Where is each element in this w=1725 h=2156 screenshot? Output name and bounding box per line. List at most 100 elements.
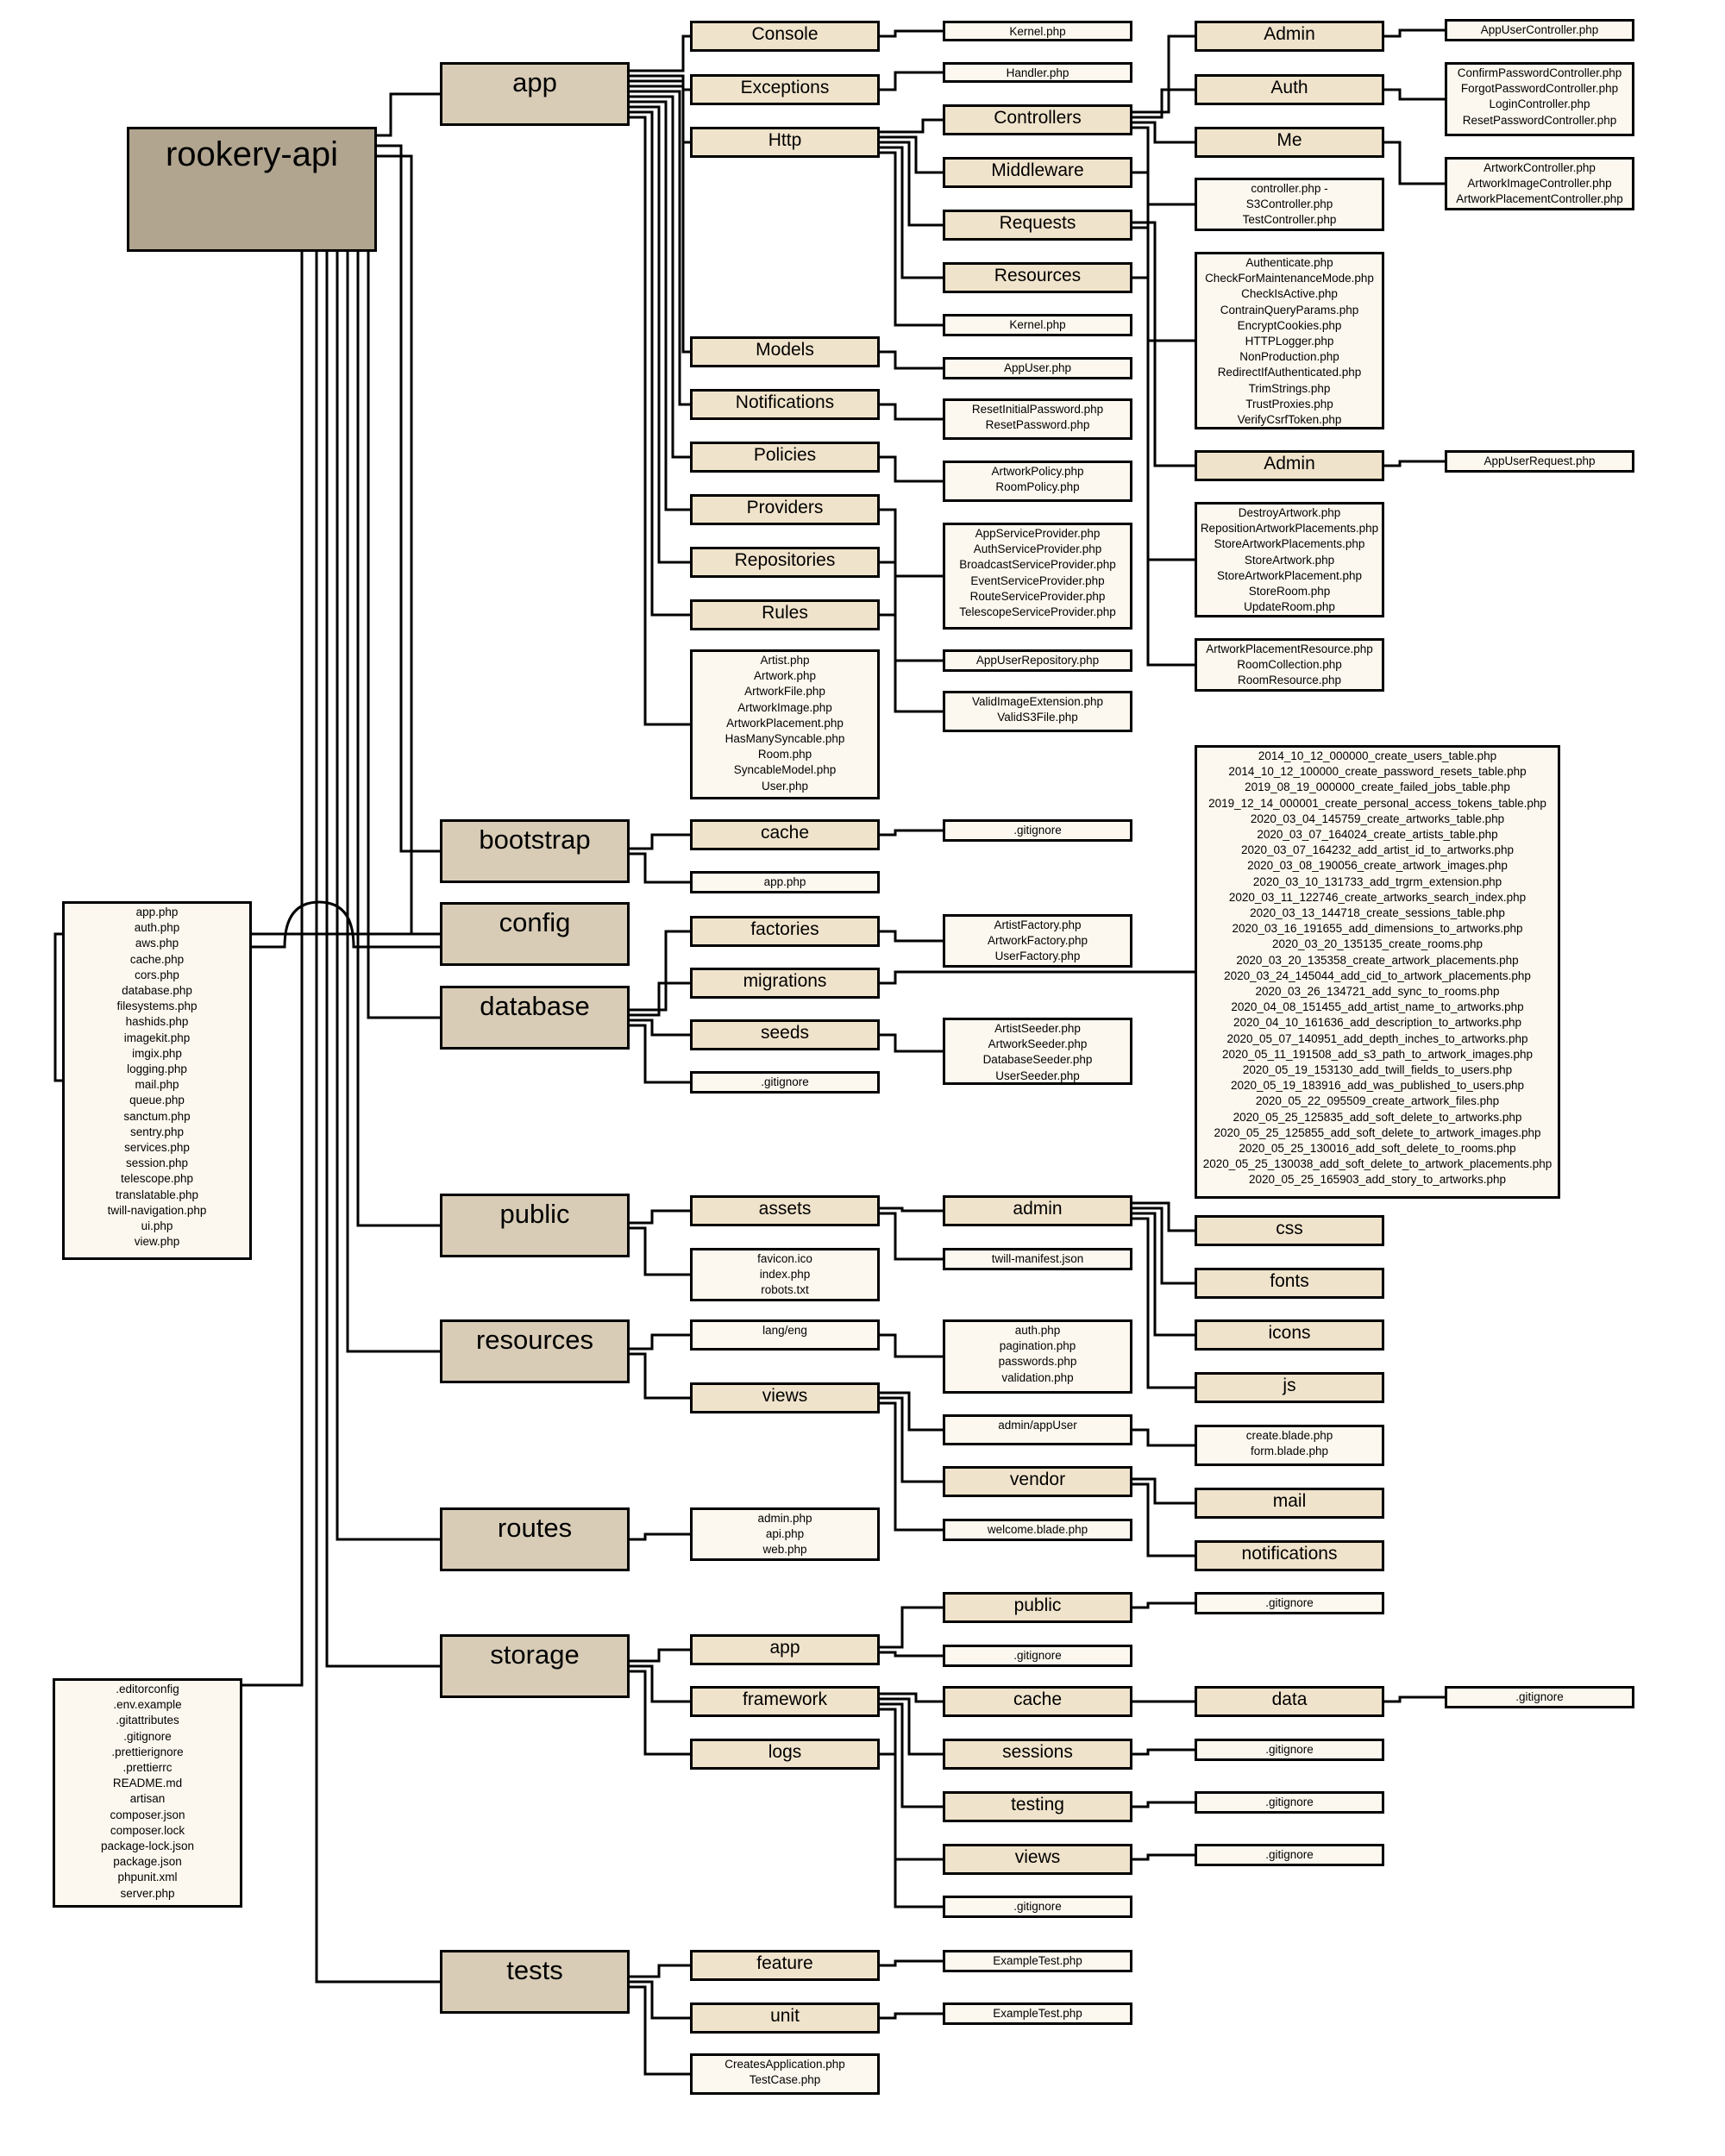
connector-app-notifications xyxy=(630,90,690,406)
node-label-line: composer.json xyxy=(110,1808,185,1821)
connector-fw-data-fw-data-gi xyxy=(1384,1695,1445,1703)
node-label-line: .gitignore xyxy=(1265,1796,1314,1808)
node-label-line: 2020_03_11_122746_create_artworks_search… xyxy=(1228,890,1527,904)
connector-app-policies xyxy=(630,95,690,459)
tree-node-unit-files: ExampleTest.php xyxy=(943,2002,1132,2025)
tree-node-unit: unit xyxy=(690,2002,880,2034)
connector-app-rules xyxy=(630,110,690,617)
node-label-line: 2020_05_07_140951_add_depth_inches_to_ar… xyxy=(1226,1031,1528,1045)
node-label-line: Admin xyxy=(1264,24,1315,44)
tree-node-fonts: fonts xyxy=(1195,1268,1384,1299)
node-label-line: ArtworkSeeder.php xyxy=(988,1037,1088,1051)
tree-node-middleware: Middleware xyxy=(943,157,1132,188)
tree-node-fw-sessions-gi: .gitignore xyxy=(1195,1739,1384,1761)
connector-http-resources-http xyxy=(880,146,943,279)
connector-st-app-st-app-gi xyxy=(880,1651,943,1658)
node-label-line: .gitignore xyxy=(1013,1649,1062,1662)
node-label-line: Resources xyxy=(994,266,1082,285)
node-label-line: auth.php xyxy=(134,921,180,935)
node-label-line: package.json xyxy=(113,1855,182,1869)
node-label-line: 2020_03_24_145044_add_cid_to_artwork_pla… xyxy=(1224,968,1531,982)
node-label-line: unit xyxy=(770,2006,800,2026)
tree-node-http: Http xyxy=(690,127,880,158)
connector-lang-lang-files xyxy=(880,1333,943,1358)
node-label-line: server.php xyxy=(120,1886,175,1900)
connector-st-framework-fw-testing xyxy=(880,1702,943,1808)
tree-node-views: views xyxy=(690,1382,880,1413)
tree-node-repositories: Repositories xyxy=(690,547,880,578)
node-label-line: ArtworkFactory.php xyxy=(987,934,1088,948)
node-label-line: translatable.php xyxy=(115,1188,199,1201)
node-label-line: app xyxy=(512,67,557,97)
node-label-line: ExampleTest.php xyxy=(993,2007,1082,2020)
tree-node-fw-data-gi: .gitignore xyxy=(1445,1686,1634,1708)
node-label-line: rookery-api xyxy=(165,135,339,173)
tree-node-tests: tests xyxy=(440,1950,630,2014)
node-label-line: imagekit.php xyxy=(123,1031,191,1044)
node-label-line: filesystems.php xyxy=(116,1000,198,1013)
node-label-line: RoomCollection.php xyxy=(1237,658,1342,672)
node-label-line: 2020_03_07_164232_add_artist_id_to_artwo… xyxy=(1240,843,1514,857)
tree-node-app: app xyxy=(440,62,630,126)
tree-node-controllers: Controllers xyxy=(943,104,1132,135)
connector-app-repositories xyxy=(630,105,690,564)
node-label-line: AppUserRepository.php xyxy=(975,654,1100,667)
node-label-line: 2020_04_08_151455_add_artist_name_to_art… xyxy=(1231,1000,1524,1014)
connector-fw-sessions-fw-sessions-gi xyxy=(1132,1748,1195,1756)
tree-node-repositories-files: AppUserRepository.php xyxy=(943,649,1132,672)
connector-controllers-ctrl-me xyxy=(1132,121,1195,144)
connector-policies-policies-files xyxy=(880,455,943,483)
tree-node-ctrl-me: Me xyxy=(1195,127,1384,158)
connector-public-public-files xyxy=(630,1226,690,1276)
node-label-line: ArtworkPlacementResource.php xyxy=(1206,642,1373,655)
connector-bootstrap-bs-cache xyxy=(630,833,690,850)
connector-st-public-st-public-gi xyxy=(1132,1601,1195,1609)
node-label-line: js xyxy=(1283,1376,1296,1395)
node-label-line: cache xyxy=(760,823,810,843)
node-label-line: data xyxy=(1271,1689,1308,1709)
node-label-line: admin.php xyxy=(757,1512,812,1525)
tree-node-twill-manifest: twill-manifest.json xyxy=(943,1248,1132,1270)
node-label-line: HasManySyncable.php xyxy=(724,732,845,746)
node-label-line: BroadcastServiceProvider.php xyxy=(959,558,1116,572)
node-label-line: web.php xyxy=(762,1543,807,1557)
node-label-line: 2014_10_12_100000_create_password_resets… xyxy=(1228,765,1527,779)
node-label-line: Notifications xyxy=(735,392,835,412)
connector-notifications-notifications-files xyxy=(880,403,943,421)
node-label-line: fonts xyxy=(1270,1271,1309,1291)
connector-root-public xyxy=(356,252,440,1227)
node-label-line: logging.php xyxy=(127,1062,187,1076)
connector-fw-testing-fw-testing-gi xyxy=(1132,1801,1195,1808)
connector-exceptions-handler xyxy=(880,71,943,91)
node-label-line: AuthServiceProvider.php xyxy=(973,542,1102,556)
tree-node-st-app-gi: .gitignore xyxy=(943,1645,1132,1667)
node-label-line: UpdateRoom.php xyxy=(1244,600,1335,614)
node-label-line: welcome.blade.php xyxy=(987,1523,1088,1536)
node-label-line: 2020_05_19_153130_add_twill_fields_to_us… xyxy=(1242,1063,1513,1077)
node-label-line: EventServiceProvider.php xyxy=(970,573,1105,587)
connector-http-requests xyxy=(880,141,943,227)
connector-tests-unit xyxy=(630,1980,690,2020)
node-label-line: ResetPasswordController.php xyxy=(1462,113,1617,127)
connector-http-middleware xyxy=(880,135,943,174)
connector-st-framework-fw-cache xyxy=(880,1692,943,1703)
tree-node-requests: Requests xyxy=(943,210,1132,241)
connector-config-config-files xyxy=(53,932,630,1082)
connector-factories-factories-files xyxy=(880,930,943,943)
connector-tests-feature xyxy=(630,1964,690,1978)
connector-ctrl-auth-ctrl-auth-files xyxy=(1384,88,1445,101)
node-label-line: ArtworkFile.php xyxy=(744,685,825,699)
node-label-line: notifications xyxy=(1241,1544,1338,1564)
connector-app-models xyxy=(630,85,690,354)
node-label-line: Providers xyxy=(746,498,824,517)
tree-node-ctrl-admin-files: AppUserController.php xyxy=(1445,19,1634,41)
node-label-line: .gitignore xyxy=(1515,1690,1564,1703)
node-label-line: .prettierrc xyxy=(122,1761,172,1775)
node-label-line: ConfirmPasswordController.php xyxy=(1457,66,1622,79)
node-label-line: vendor xyxy=(1009,1470,1066,1489)
